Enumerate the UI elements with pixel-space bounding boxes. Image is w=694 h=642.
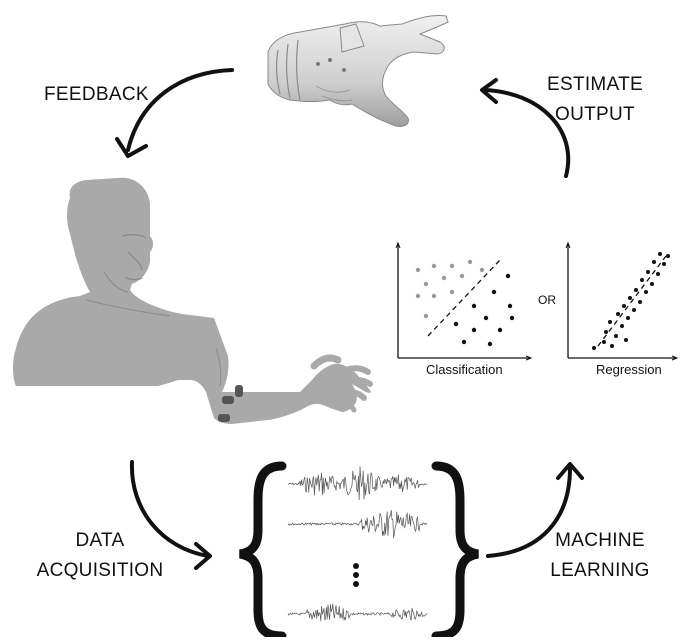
human-torso-icon <box>13 177 373 424</box>
machine-learning-line2: LEARNING <box>550 560 650 581</box>
regression-label: Regression <box>596 362 662 377</box>
machine-learning-line1: MACHINE <box>555 530 645 551</box>
class-a-points <box>415 259 485 319</box>
data-acquisition-arrow <box>129 460 212 570</box>
curly-brace-right-icon <box>431 461 479 641</box>
estimate-label-line1: ESTIMATE <box>547 74 643 95</box>
classification-plot <box>395 241 533 361</box>
class-b-points <box>453 273 515 347</box>
estimate-label-line2: OUTPUT <box>555 104 635 125</box>
machine-learning-arrow <box>486 462 584 558</box>
vertical-ellipsis-icon <box>353 563 359 587</box>
regression-points <box>592 252 670 350</box>
curly-brace-icon <box>239 461 287 641</box>
estimate-output-arrow <box>480 78 571 178</box>
emg-signal-trace-2 <box>287 509 428 539</box>
data-acquisition-label: DATA ACQUISITION <box>20 526 180 586</box>
feedback-label: FEEDBACK <box>44 84 149 105</box>
estimate-output-label: ESTIMATE OUTPUT <box>540 70 650 130</box>
or-label: OR <box>538 293 556 307</box>
regression-plot <box>565 241 679 361</box>
feedback-arrow <box>115 68 234 158</box>
emg-signal-trace-3 <box>287 603 428 622</box>
emg-signals <box>287 466 428 622</box>
data-acquisition-line1: DATA <box>75 530 125 551</box>
electrode-icon <box>218 385 243 422</box>
data-acquisition-line2: ACQUISITION <box>36 560 164 581</box>
emg-signal-trace-1 <box>287 466 428 501</box>
machine-learning-label: MACHINE LEARNING <box>540 526 660 586</box>
prosthetic-hand-icon <box>267 15 449 127</box>
classification-label: Classification <box>426 362 503 377</box>
